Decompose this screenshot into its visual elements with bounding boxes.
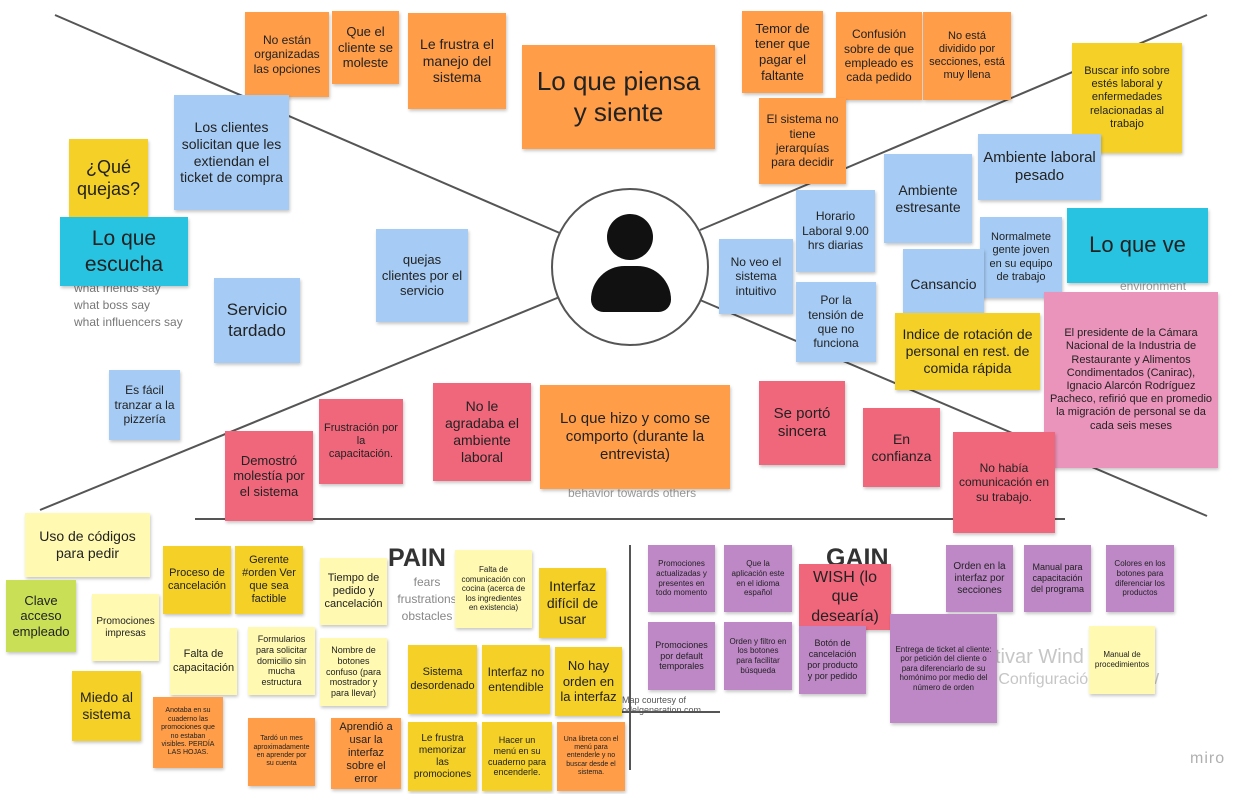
note-buscar-info[interactable]: Buscar info sobre estés laboral y enferm… bbox=[1072, 43, 1182, 153]
note-sistema-desordenado[interactable]: Sistema desordenado bbox=[408, 645, 477, 714]
note-servicio-tardado[interactable]: Servicio tardado bbox=[214, 278, 300, 363]
map-site-text: odelgeneration.com bbox=[622, 705, 702, 715]
note-promociones-impresas[interactable]: Promociones impresas bbox=[92, 594, 159, 661]
note-formularios[interactable]: Formularios para solicitar domicilio sin… bbox=[248, 627, 315, 695]
note-orden-secciones[interactable]: Orden en la interfaz por secciones bbox=[946, 545, 1013, 612]
note-clave-acceso[interactable]: Clave acceso empleado bbox=[6, 580, 76, 652]
note-no-hay-orden[interactable]: No hay orden en la interfaz bbox=[555, 647, 622, 716]
note-anotaba-cuaderno[interactable]: Anotaba en su cuaderno las promociones q… bbox=[153, 697, 223, 768]
note-demostro-molestia[interactable]: Demostró molestía por el sistema bbox=[225, 431, 313, 521]
persona-head-icon bbox=[607, 214, 653, 260]
pain-title: PAIN bbox=[388, 544, 446, 572]
note-interfaz-dificil[interactable]: Interfaz difícil de usar bbox=[539, 568, 606, 638]
note-tardo-mes[interactable]: Tardó un mes aproximadamente en aprender… bbox=[248, 718, 315, 786]
note-interfaz-no-entendible[interactable]: Interfaz no entendible bbox=[482, 645, 550, 714]
note-entrega-ticket[interactable]: Entrega de ticket al cliente: por petici… bbox=[890, 614, 997, 723]
note-colores-botones[interactable]: Colores en los botones para diferenciar … bbox=[1106, 545, 1174, 612]
note-idioma-espanol[interactable]: Que la aplicación este en el idioma espa… bbox=[724, 545, 792, 612]
note-ambiente-pesado[interactable]: Ambiente laboral pesado bbox=[978, 134, 1101, 200]
note-facil-pizzeria[interactable]: Es fácil tranzar a la pizzería bbox=[109, 370, 180, 440]
note-frustracion-capacitacion[interactable]: Frustración por la capacitación. bbox=[319, 399, 403, 484]
persona-avatar bbox=[551, 188, 709, 346]
note-gente-joven[interactable]: Normalmete gente joven en su equipo de t… bbox=[980, 217, 1062, 298]
note-manual-capacitacion[interactable]: Manual para capacitación del programa bbox=[1024, 545, 1091, 612]
note-lo-que-hizo[interactable]: Lo que hizo y como se comporto (durante … bbox=[540, 385, 730, 489]
note-no-agradaba[interactable]: No le agradaba el ambiente laboral bbox=[433, 383, 531, 481]
note-nombre-botones[interactable]: Nombre de botones confuso (para mostrado… bbox=[320, 638, 387, 706]
note-proceso-cancelacion[interactable]: Proceso de cancelación bbox=[163, 546, 231, 614]
note-falta-capacitacion[interactable]: Falta de capacitación bbox=[170, 628, 237, 695]
do-ghost-text: behavior towards others bbox=[568, 486, 697, 500]
note-hacer-menu[interactable]: Hacer un menú en su cuaderno para encend… bbox=[482, 722, 552, 791]
note-no-dividido[interactable]: No está dividido por secciones, está muy… bbox=[923, 12, 1011, 100]
note-sistema-intuitivo[interactable]: No veo el sistema intuitivo bbox=[719, 239, 793, 314]
note-lo-que-ve[interactable]: Lo que ve bbox=[1067, 208, 1208, 283]
note-horario-laboral[interactable]: Horario Laboral 9.00 hrs diarias bbox=[796, 190, 875, 272]
note-que-quejas[interactable]: ¿Qué quejas? bbox=[69, 139, 148, 218]
note-frustra-memorizar[interactable]: Le frustra memorizar las promociones bbox=[408, 722, 477, 791]
note-no-comunicacion[interactable]: No había comunicación en su trabajo. bbox=[953, 432, 1055, 533]
note-porto-sincera[interactable]: Se portó sincera bbox=[759, 381, 845, 465]
note-miedo-sistema[interactable]: Miedo al sistema bbox=[72, 671, 141, 741]
note-presidente-canirac[interactable]: El presidente de la Cámara Nacional de l… bbox=[1044, 292, 1218, 468]
note-tiempo-pedido[interactable]: Tiempo de pedido y cancelación bbox=[320, 558, 387, 625]
pain-subtitle: fears frustrations obstacles bbox=[397, 575, 457, 623]
note-wish[interactable]: WISH (lo que desearía) bbox=[799, 564, 891, 630]
note-tension[interactable]: Por la tensión de que no funciona bbox=[796, 282, 876, 362]
note-indice-rotacion[interactable]: Indice de rotación de personal en rest. … bbox=[895, 313, 1040, 390]
note-cliente-molesto[interactable]: Que el cliente se moleste bbox=[332, 11, 399, 84]
note-sin-jerarquias[interactable]: El sistema no tiene jerarquías para deci… bbox=[759, 98, 846, 184]
map-courtesy-text: Map courtesy of bbox=[622, 695, 687, 705]
note-promociones-temporales[interactable]: Promociones por default temporales bbox=[648, 622, 715, 690]
note-libreta-menu[interactable]: Una libreta con el menú para entenderle … bbox=[557, 722, 625, 791]
note-quejas-clientes[interactable]: quejas clientes por el servicio bbox=[376, 229, 468, 322]
note-no-estan-organizadas[interactable]: No están organizadas las opciones bbox=[245, 12, 329, 97]
note-clientes-ticket[interactable]: Los clientes solicitan que les extiendan… bbox=[174, 95, 289, 210]
note-temor-pagar[interactable]: Temor de tener que pagar el faltante bbox=[742, 11, 823, 93]
note-cansancio[interactable]: Cansancio bbox=[903, 249, 984, 320]
note-manual-procedimientos[interactable]: Manual de procedimientos bbox=[1089, 626, 1155, 694]
note-gerente-orden[interactable]: Gerente #orden Ver que sea factible bbox=[235, 546, 303, 614]
note-codigos-pedir[interactable]: Uso de códigos para pedir bbox=[25, 513, 150, 577]
listen-ghost-text: what friends say what boss say what infl… bbox=[74, 281, 183, 329]
note-promociones-actualizadas[interactable]: Promociones actualizadas y presentes en … bbox=[648, 545, 715, 612]
note-frustra-manejo[interactable]: Le frustra el manejo del sistema bbox=[408, 13, 506, 109]
note-lo-que-escucha[interactable]: Lo que escucha bbox=[60, 217, 188, 286]
note-confusion-empleado[interactable]: Confusión sobre de que empleado es cada … bbox=[836, 12, 922, 100]
note-ambiente-estresante[interactable]: Ambiente estresante bbox=[884, 154, 972, 243]
miro-logo: miro bbox=[1190, 750, 1226, 767]
note-lo-que-piensa[interactable]: Lo que piensa y siente bbox=[522, 45, 715, 149]
note-aprendio-usar[interactable]: Aprendió a usar la interfaz sobre el err… bbox=[331, 718, 401, 789]
persona-body-icon bbox=[591, 266, 671, 312]
activate-windows-text-1: ctivar Wind bbox=[985, 646, 1084, 668]
note-boton-cancelacion[interactable]: Botón de cancelación por producto y por … bbox=[799, 626, 866, 694]
note-en-confianza[interactable]: En confianza bbox=[863, 408, 940, 487]
note-orden-filtro[interactable]: Orden y filtro en los botones para facil… bbox=[724, 622, 792, 690]
note-falta-comunicacion[interactable]: Falta de comunicación con cocina (acerca… bbox=[455, 550, 532, 628]
